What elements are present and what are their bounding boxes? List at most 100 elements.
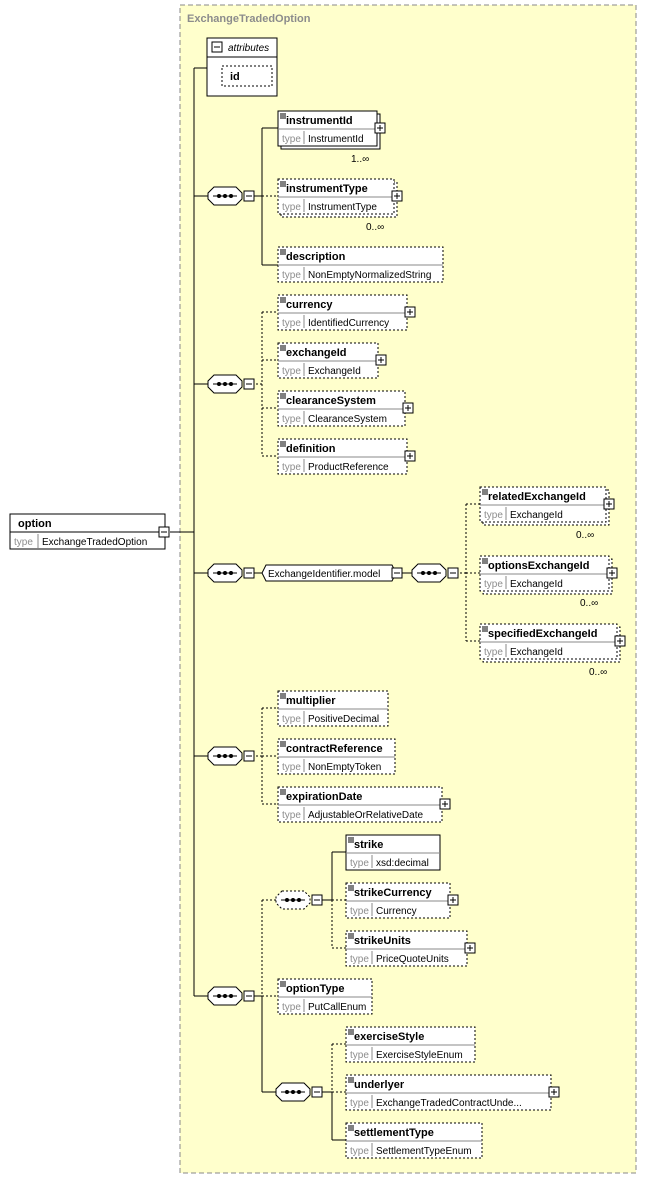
type-value: ClearanceSystem (308, 414, 387, 425)
type-label: type (282, 134, 301, 145)
sequence-compositors (207, 186, 459, 1102)
type-label: type (484, 579, 503, 590)
type-value: ExchangeId (510, 510, 563, 521)
choice-compositor-exchange-collapse-button[interactable] (447, 567, 459, 579)
documentation-icon (280, 297, 286, 303)
sequence-compositor-4-collapse-button[interactable] (243, 750, 255, 762)
expand-button[interactable] (374, 122, 386, 134)
type-label: type (282, 810, 301, 821)
documentation-icon (280, 393, 286, 399)
occurrence-label: 0..∞ (366, 222, 384, 233)
documentation-icon (280, 693, 286, 699)
element-name: strike (354, 839, 383, 851)
model-group-collapse-button[interactable] (391, 567, 403, 579)
sequence-compositor-strike[interactable] (275, 890, 323, 910)
sequence-compositor-exercise-collapse-button[interactable] (311, 1086, 323, 1098)
element-name: exerciseStyle (354, 1031, 424, 1043)
attributes-collapse-button[interactable] (211, 41, 223, 53)
root-type-value: ExchangeTradedOption (42, 537, 147, 548)
documentation-icon (348, 1077, 354, 1083)
sequence-compositor-3[interactable] (207, 563, 255, 583)
documentation-icon (280, 441, 286, 447)
expand-button[interactable] (391, 190, 403, 202)
type-value: ExchangeId (510, 647, 563, 658)
type-value: InstrumentId (308, 134, 364, 145)
expand-button[interactable] (603, 498, 615, 510)
sequence-compositor-strike-collapse-button[interactable] (311, 894, 323, 906)
element-name: specifiedExchangeId (488, 628, 597, 640)
sequence-compositor-1[interactable] (207, 186, 255, 206)
occurrence-label: 0..∞ (580, 598, 598, 609)
element-name: contractReference (286, 743, 383, 755)
expand-button[interactable] (447, 894, 459, 906)
documentation-icon (482, 558, 488, 564)
documentation-icon (482, 626, 488, 632)
documentation-icon (348, 837, 354, 843)
type-label: type (350, 858, 369, 869)
element-name: instrumentType (286, 183, 368, 195)
model-group-name: ExchangeIdentifier.model (268, 569, 380, 580)
expand-button[interactable] (402, 402, 414, 414)
dashed-connector-lines (252, 195, 480, 1093)
documentation-icon (280, 181, 286, 187)
element-name: description (286, 251, 346, 263)
documentation-icon (280, 789, 286, 795)
root-element-option[interactable]: option type ExchangeTradedOption (9, 513, 166, 550)
sequence-compositor-5-collapse-button[interactable] (243, 990, 255, 1002)
model-group-exchange-identifier[interactable]: ExchangeIdentifier.model (261, 564, 397, 582)
documentation-icon (280, 741, 286, 747)
element-name: exchangeId (286, 347, 347, 359)
expand-button[interactable] (548, 1086, 560, 1098)
expand-button[interactable] (375, 354, 387, 366)
expand-button[interactable] (606, 567, 618, 579)
element-name: definition (286, 443, 336, 455)
root-collapse-button[interactable] (158, 526, 170, 538)
element-strike[interactable]: strike type xsd:decimal (345, 834, 441, 871)
expand-button[interactable] (439, 798, 451, 810)
choice-compositor-exchange[interactable] (411, 563, 459, 583)
expand-button[interactable] (404, 450, 416, 462)
expand-button[interactable] (614, 635, 626, 647)
documentation-icon (280, 981, 286, 987)
sequence-compositor-5[interactable] (207, 986, 255, 1006)
sequence-compositor-1-collapse-button[interactable] (243, 190, 255, 202)
documentation-icon (348, 885, 354, 891)
element-specified-exchange-id[interactable]: specifiedExchangeId type ExchangeId 0..∞ (479, 623, 626, 678)
type-value: SettlementTypeEnum (376, 1146, 472, 1157)
sequence-compositor-exercise[interactable] (275, 1082, 323, 1102)
type-value: xsd:decimal (376, 858, 429, 869)
type-label: type (282, 762, 301, 773)
type-label: type (350, 1098, 369, 1109)
sequence-compositor-2-collapse-button[interactable] (243, 378, 255, 390)
type-value: IdentifiedCurrency (308, 318, 389, 329)
expand-button[interactable] (404, 306, 416, 318)
type-label: type (282, 270, 301, 281)
sequence-compositor-4[interactable] (207, 746, 255, 766)
type-label: type (484, 647, 503, 658)
sequence-compositor-3-collapse-button[interactable] (243, 567, 255, 579)
occurrence-label: 0..∞ (576, 530, 594, 541)
expand-button[interactable] (464, 942, 476, 954)
sequence-compositor-2[interactable] (207, 374, 255, 394)
documentation-icon (280, 249, 286, 255)
occurrence-label: 0..∞ (589, 667, 607, 678)
